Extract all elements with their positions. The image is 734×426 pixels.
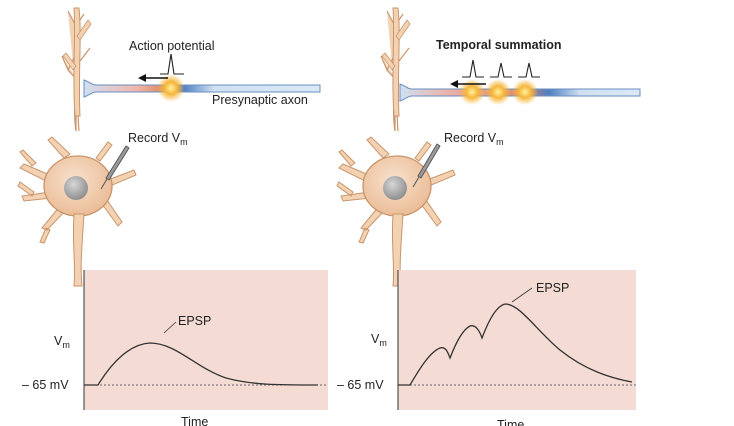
right-recording-electrode-icon <box>412 143 441 188</box>
right-baseline-label: – 65 mV <box>337 378 384 392</box>
temporal-summation-title: Temporal summation <box>436 38 561 52</box>
left-presynaptic-axon <box>83 74 321 102</box>
spike-2 <box>490 62 512 78</box>
right-summed-epsp-trace <box>398 303 633 386</box>
left-action-potential-spike <box>160 53 184 75</box>
left-neuron <box>17 7 137 287</box>
presynaptic-axon-label: Presynaptic axon <box>212 93 308 107</box>
right-graph-background <box>398 270 636 410</box>
spike-3 <box>518 62 540 78</box>
spike-glow-3 <box>512 79 538 105</box>
right-vm-axis-label: Vm <box>371 332 387 348</box>
left-time-axis-label: Time <box>181 415 208 426</box>
right-vm-graph: EPSP Vm – 65 mV Time <box>337 270 636 426</box>
right-epsp-label: EPSP <box>536 281 569 295</box>
left-epsp-label: EPSP <box>178 314 211 328</box>
action-potential-glow <box>157 74 185 102</box>
right-time-axis-label: Time <box>497 418 524 426</box>
left-vm-axis-label: Vm <box>54 334 70 350</box>
right-presynaptic-axon <box>399 79 641 105</box>
left-baseline-label: – 65 mV <box>22 378 69 392</box>
left-record-vm-label: Record Vm <box>128 131 188 147</box>
left-panel: Action potential Presynaptic axon Record… <box>17 7 328 426</box>
action-potential-label: Action potential <box>129 39 214 53</box>
right-panel: Temporal summation Record Vm EPSP Vm – 6… <box>336 7 641 426</box>
left-epsp-trace <box>84 342 319 386</box>
spike-glow-1 <box>459 79 485 105</box>
spike-1 <box>462 59 484 78</box>
right-action-potential-spikes <box>462 59 540 78</box>
right-direction-arrow-icon <box>450 80 486 88</box>
right-record-vm-label: Record Vm <box>444 131 504 147</box>
left-direction-arrow-icon <box>138 74 168 82</box>
left-recording-electrode-icon <box>100 145 130 190</box>
left-graph-background <box>84 270 328 410</box>
spike-glow-2 <box>485 79 511 105</box>
left-vm-graph: EPSP Vm – 65 mV Time <box>22 270 328 426</box>
